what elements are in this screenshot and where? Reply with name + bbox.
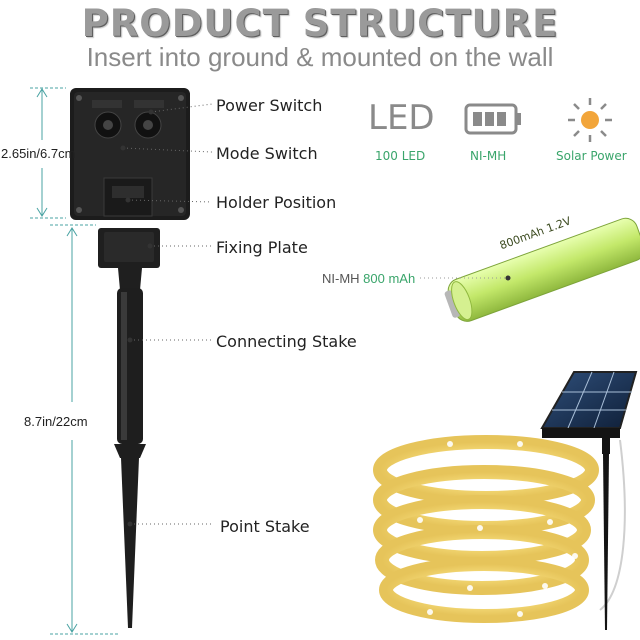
led-text-icon: LED	[368, 98, 435, 138]
panel-height-label: 2.65in/6.7cm	[1, 146, 76, 161]
callout-mode-switch: Mode Switch	[216, 144, 318, 163]
callout-power-switch: Power Switch	[216, 96, 323, 115]
aa-battery	[444, 217, 640, 322]
feature-solar-label: Solar Power	[556, 149, 627, 163]
battery-spec-label: NI-MH 800 mAh	[322, 271, 415, 286]
callout-connecting-stake: Connecting Stake	[216, 332, 357, 351]
small-solar-panel	[540, 371, 638, 630]
battery-type: NI-MH	[322, 271, 360, 286]
cable	[599, 439, 626, 611]
light-string-coil	[373, 435, 599, 623]
sun-icon	[568, 98, 612, 142]
battery-capacity: 800 mAh	[363, 271, 416, 286]
battery-icon	[464, 103, 521, 135]
callout-fixing-plate: Fixing Plate	[216, 238, 308, 257]
callout-holder-position: Holder Position	[216, 193, 337, 212]
page-subtitle: Insert into ground & mounted on the wall	[86, 42, 554, 72]
stake-height-label: 8.7in/22cm	[24, 414, 88, 429]
callout-lines	[122, 103, 214, 525]
page-title: PRODUCT STRUCTURE	[81, 2, 559, 45]
solar-box	[70, 88, 190, 220]
feature-led-label: 100 LED	[375, 149, 426, 163]
stake	[98, 228, 160, 628]
dimension-lines	[30, 87, 120, 635]
callout-dots	[120, 109, 154, 527]
callout-point-stake: Point Stake	[220, 517, 310, 536]
feature-battery-label: NI-MH	[470, 149, 507, 163]
